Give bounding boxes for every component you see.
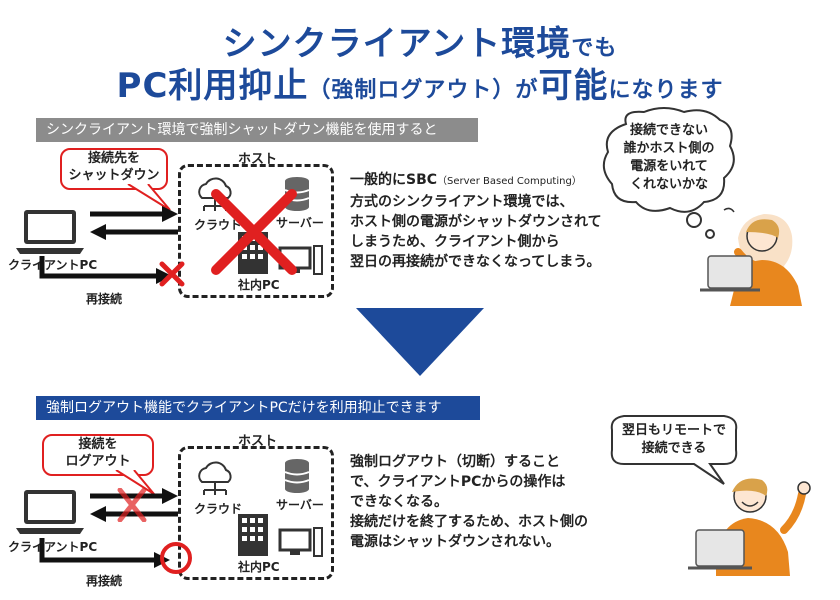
down-arrow-icon [356,308,484,376]
section2-banner: 強制ログアウト機能でクライアントPCだけを利用抑止できます [36,396,480,420]
server-label-2: サーバー [276,498,324,512]
worried-person-illustration [602,107,802,306]
host-box [178,164,334,298]
happy-person-illustration [610,415,811,576]
shutdown-x-icon [211,189,297,275]
cloud-label-2: クラウド [194,502,243,516]
section1-banner: シンクライアント環境で強制シャットダウン機能を使用すると [36,118,478,142]
office-pc-label-2: 社内PC [238,560,280,574]
host-label-2: ホスト [238,434,278,449]
host-box-2 [178,446,334,580]
reconnect-arrow [39,256,185,287]
connection-arrows-2 [90,488,178,522]
office-pc-label: 社内PC [238,278,280,292]
cloud-icon-2 [198,461,232,495]
page-title-line2: PC利用抑止（強制ログアウト）が可能になります [116,66,724,106]
section2-explanation: 強制ログアウト（切断）すること で、クライアントPCからの操作は できなくなる。… [350,454,588,550]
happy-speech-text: 翌日もリモートで 接続できる [621,423,726,456]
laptop-icon [16,210,84,254]
reconnect-label: 再接続 [86,292,123,306]
page-title-line1: シンクライアント環境でも [222,24,618,64]
cloud-label: クラウド [194,218,243,232]
section1-explanation: 一般的にSBC（Server Based Computing） 方式のシンクライ… [350,172,602,270]
client-pc-label: クライアントPC [8,258,98,272]
office-building-icon-2 [238,514,323,557]
host-label: ホスト [238,152,278,167]
cloud-icon [198,177,232,211]
shutdown-callout: 接続先を シャットダウン [60,148,168,190]
server-label: サーバー [276,216,324,230]
reconnect-arrow-2 [39,538,192,574]
laptop-icon-2 [16,490,84,534]
client-pc-label-2: クライアントPC [8,540,98,554]
server-icon-2 [284,459,310,493]
logout-callout: 接続を ログアウト [42,434,154,476]
connection-arrows [90,206,178,240]
reconnect-label-2: 再接続 [86,574,123,588]
worried-thought-text: 接続できない 誰かホスト側の 電源をいれて くれないかな [623,123,715,192]
